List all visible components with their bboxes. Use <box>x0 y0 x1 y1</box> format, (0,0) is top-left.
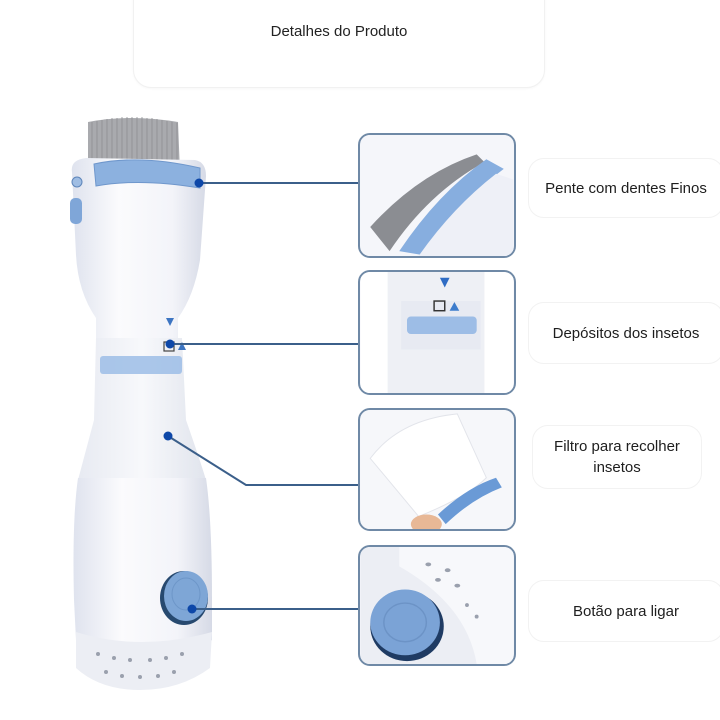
feature-label-comb: Pente com dentes Finos <box>528 158 720 218</box>
feature-label-filter: Filtro para recolher insetos <box>532 425 702 489</box>
feature-label-power-button: Botão para ligar <box>528 580 720 642</box>
header-card: Detalhes do Produto <box>133 0 545 88</box>
feature-label-text: Filtro para recolher insetos <box>554 438 680 476</box>
detail-image-power-button <box>358 545 516 666</box>
detail-image-filter <box>358 408 516 531</box>
lice-comb-device-image <box>70 117 212 690</box>
detail-image-container <box>358 270 516 395</box>
detail-image-comb <box>358 133 516 258</box>
feature-label-container: Depósitos dos insetos <box>528 302 720 364</box>
power-button-closeup-icon <box>360 547 514 664</box>
feature-label-text: Pente com dentes Finos <box>545 179 707 197</box>
page-title: Detalhes do Produto <box>270 23 408 40</box>
filter-closeup-icon <box>360 410 514 529</box>
comb-closeup-icon <box>360 135 514 256</box>
feature-label-text: Botão para ligar <box>573 602 679 620</box>
container-closeup-icon <box>360 272 514 393</box>
feature-label-text: Depósitos dos insetos <box>552 324 700 342</box>
